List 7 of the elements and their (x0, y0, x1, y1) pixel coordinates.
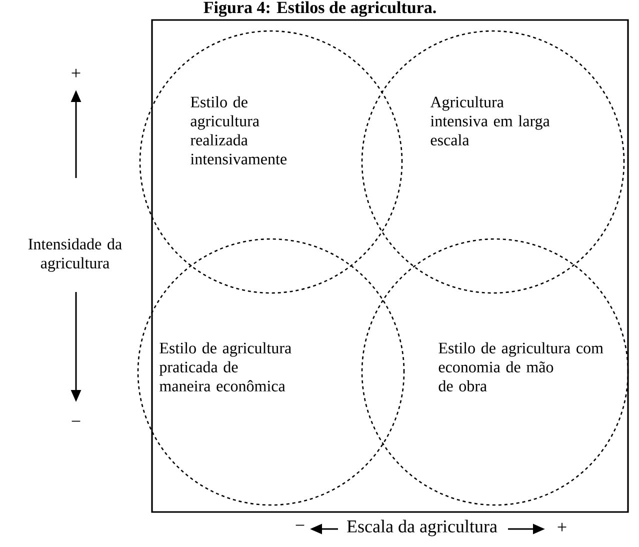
axis-label: + (72, 68, 80, 78)
axis-label: Intensidade da agricultura (28, 238, 122, 272)
axis-label: + (558, 522, 566, 532)
figure-title: Figura 4: Estilos de agricultura. (204, 1, 436, 17)
axis-label: − (296, 524, 304, 526)
axis-label: Escala da agricultura (347, 520, 498, 536)
axis-label: − (72, 420, 80, 422)
